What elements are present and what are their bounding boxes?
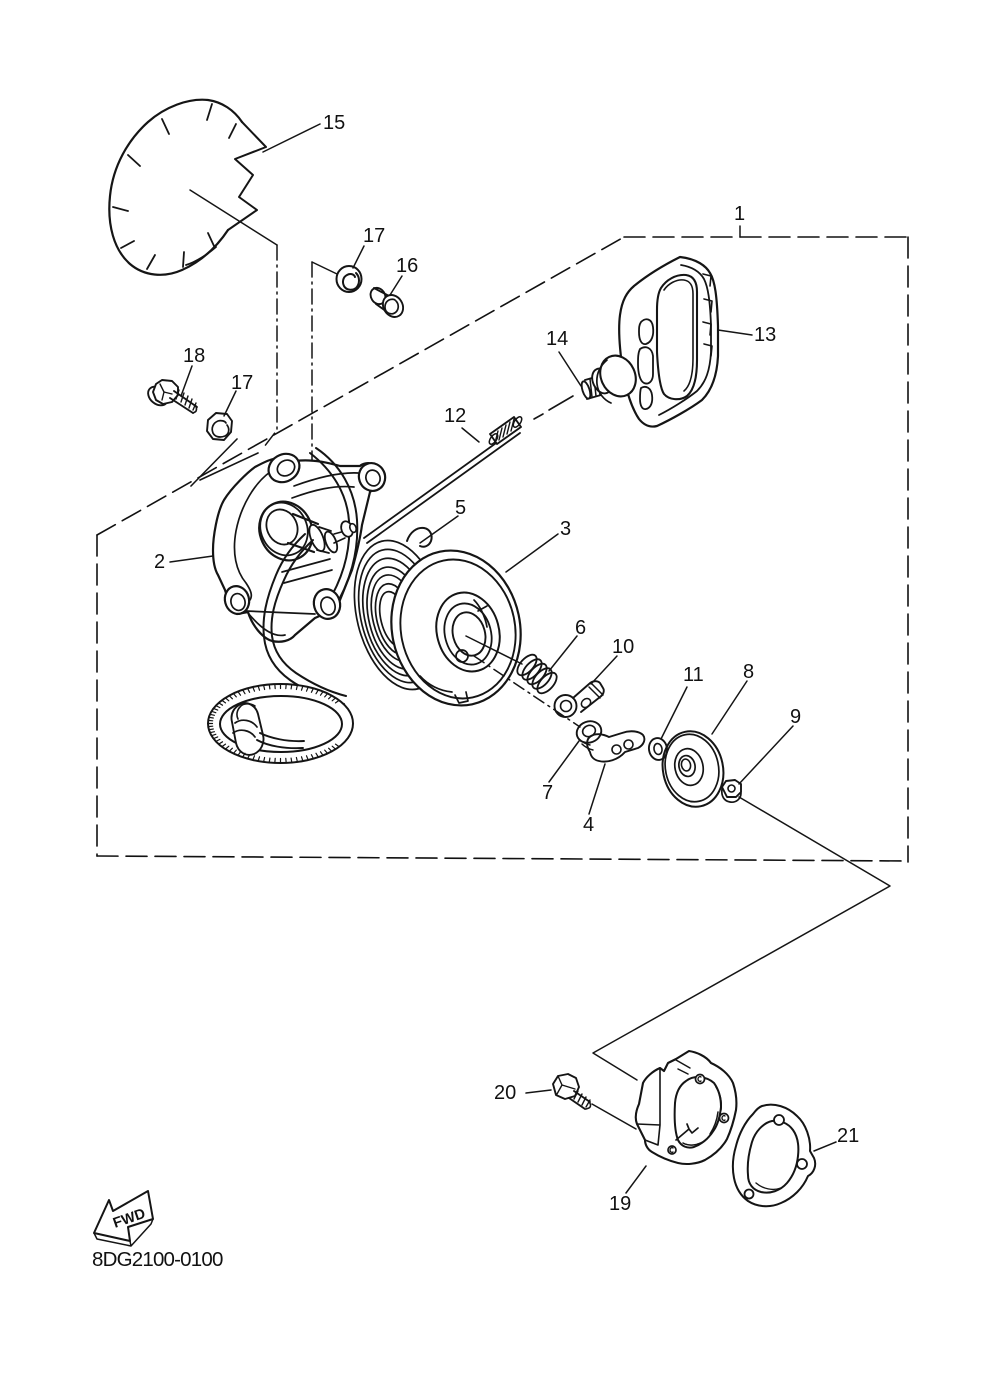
svg-text:9: 9 [790,706,801,728]
svg-text:10: 10 [612,636,634,658]
svg-text:17: 17 [231,372,253,394]
svg-text:20: 20 [494,1082,516,1104]
svg-text:15: 15 [323,112,345,134]
svg-text:8: 8 [743,661,754,683]
svg-text:5: 5 [455,497,466,519]
svg-text:6: 6 [575,617,586,639]
svg-text:7: 7 [542,782,553,804]
svg-text:14: 14 [546,328,568,350]
svg-text:17: 17 [363,225,385,247]
svg-text:16: 16 [396,255,418,277]
svg-text:18: 18 [183,345,205,367]
svg-text:12: 12 [444,405,466,427]
svg-text:8DG2100-0100: 8DG2100-0100 [92,1248,223,1271]
svg-text:3: 3 [560,518,571,540]
svg-text:4: 4 [583,814,594,836]
svg-text:19: 19 [609,1193,631,1215]
svg-text:21: 21 [837,1125,859,1147]
svg-text:2: 2 [154,551,165,573]
svg-text:11: 11 [683,664,704,686]
svg-text:1: 1 [734,203,745,225]
svg-text:13: 13 [754,324,776,346]
